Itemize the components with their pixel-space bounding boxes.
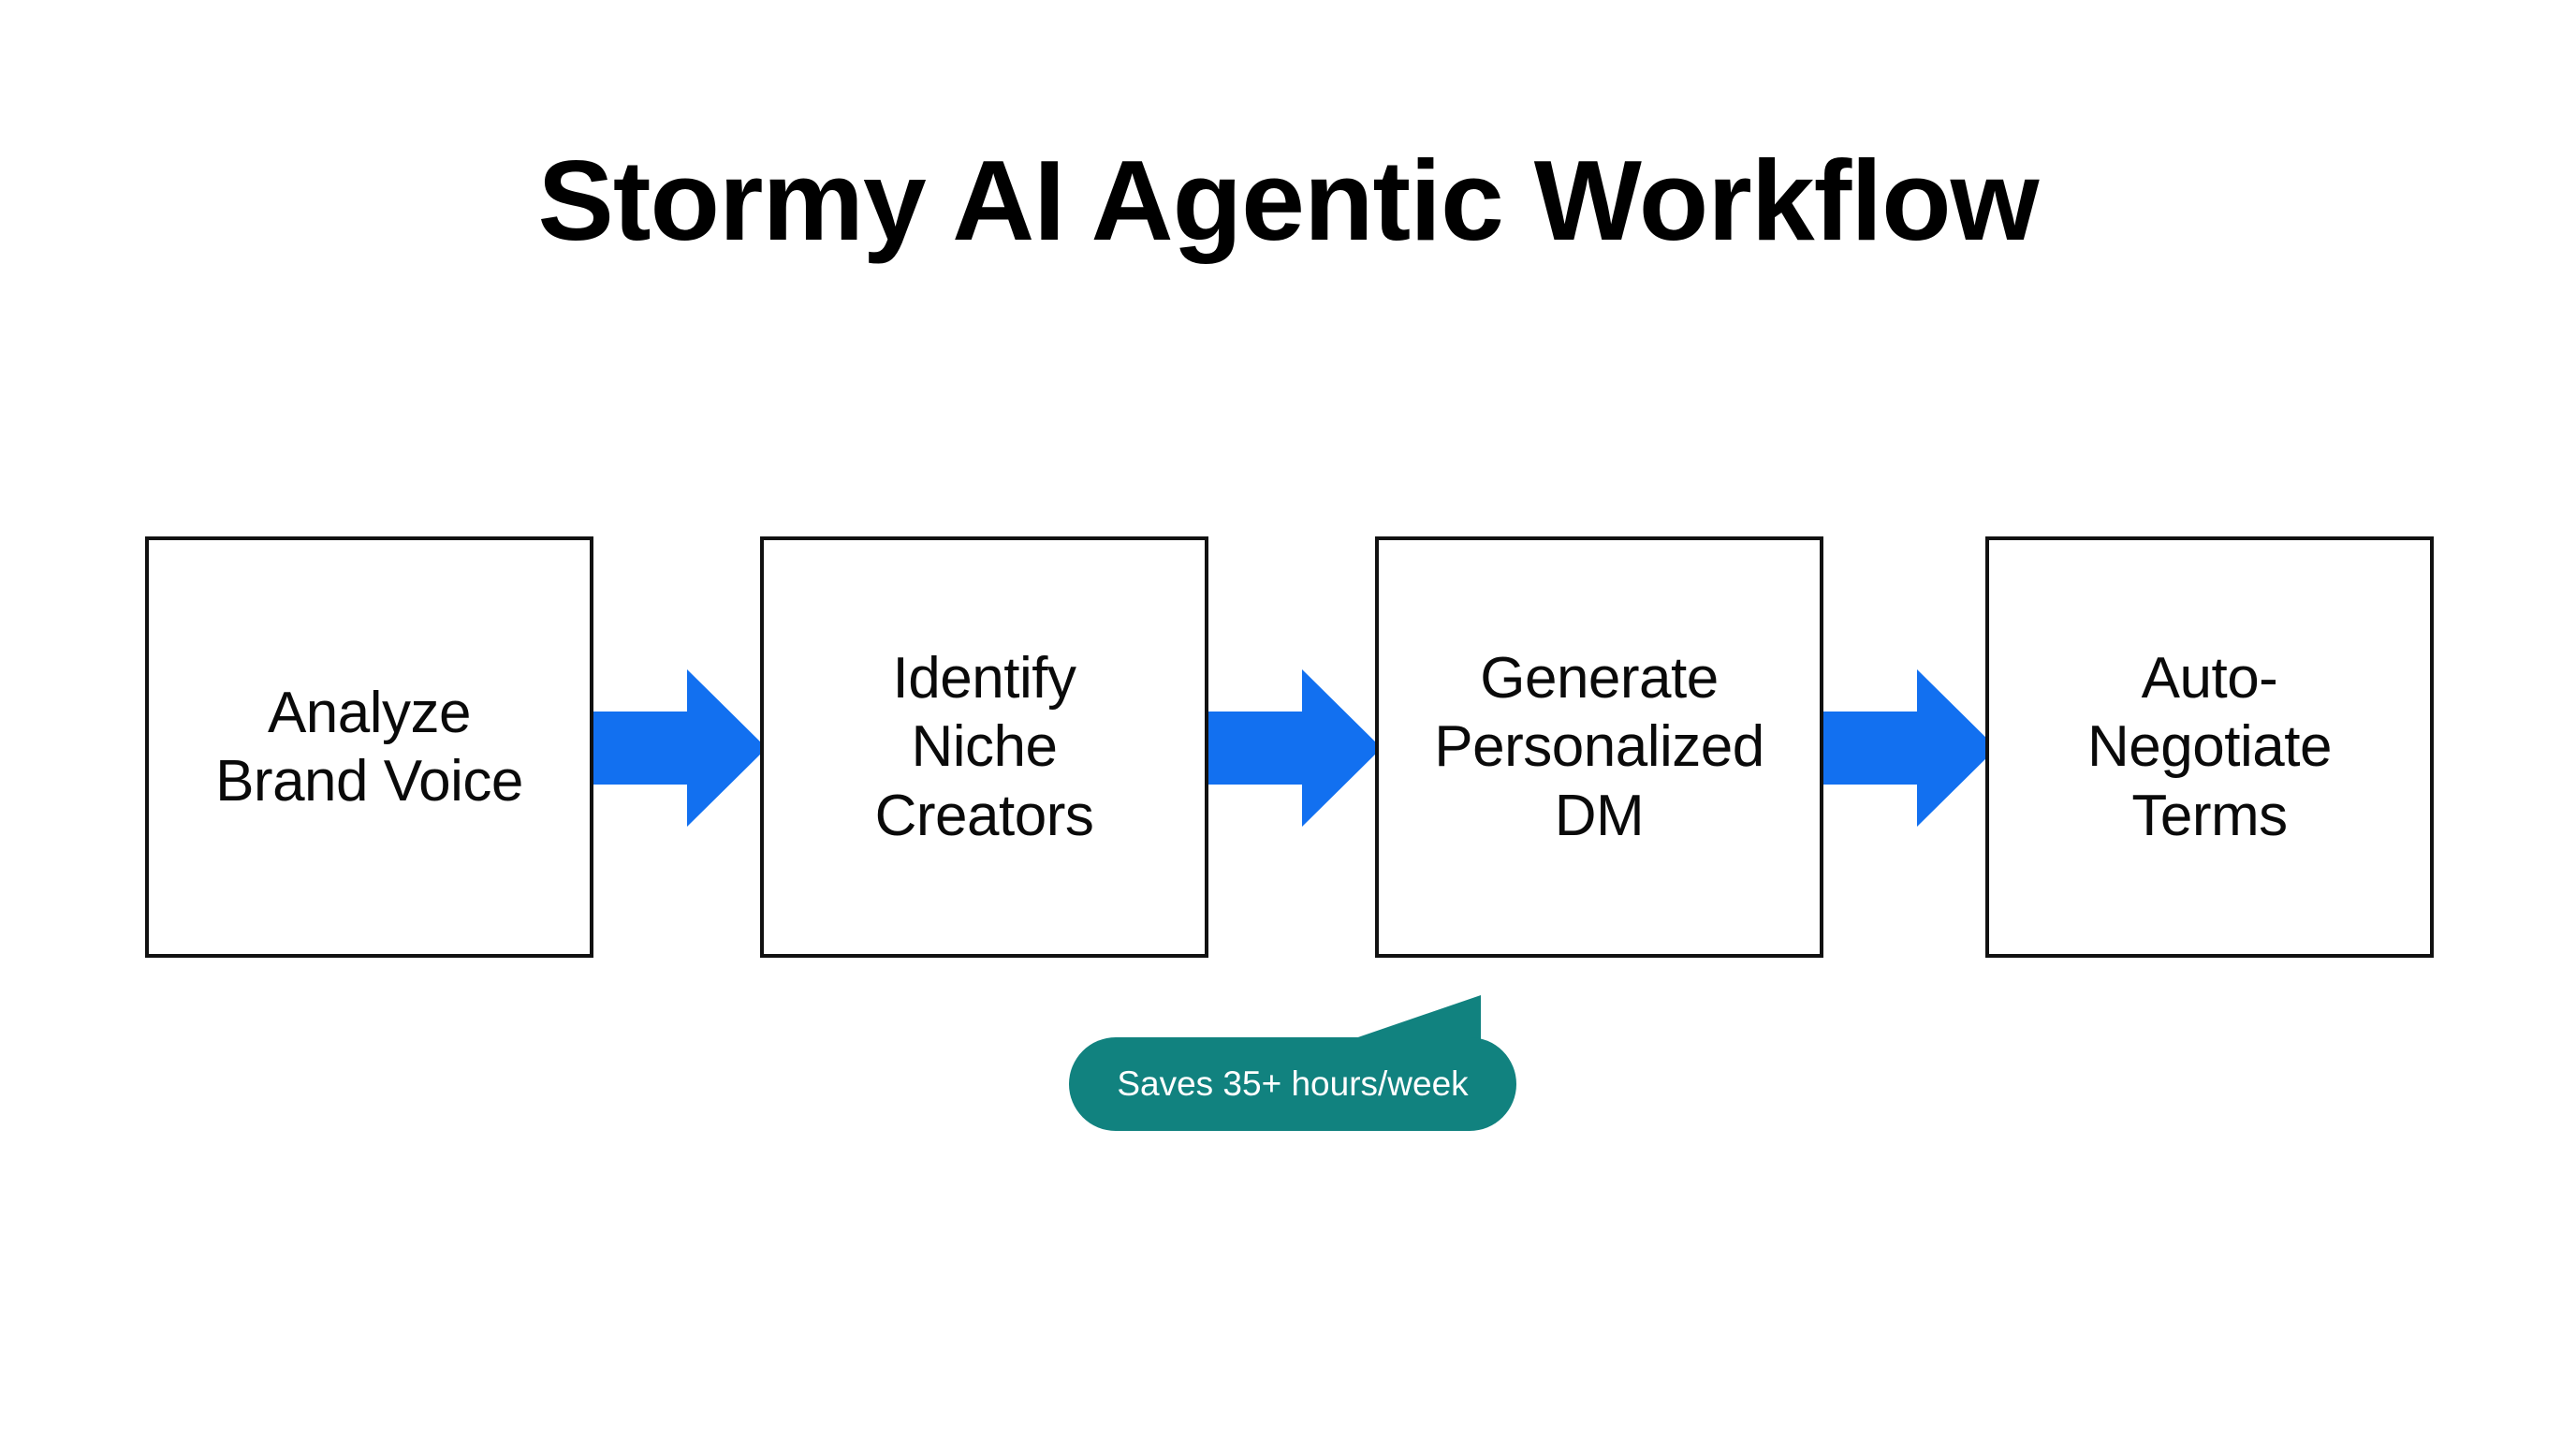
step-label: Identify Niche Creators (874, 646, 1094, 848)
savings-callout: Saves 35+ hours/week (1069, 988, 1528, 1136)
step-box-identify-niche-creators[interactable]: Identify Niche Creators (760, 536, 1208, 958)
step-label: Analyze Brand Voice (215, 680, 523, 814)
step-box-auto-negotiate-terms[interactable]: Auto- Negotiate Terms (1985, 536, 2434, 958)
step-label: Generate Personalized DM (1434, 646, 1764, 848)
step-box-analyze-brand-voice[interactable]: Analyze Brand Voice (145, 536, 593, 958)
arrow-right-icon (1208, 669, 1382, 827)
arrow-right-icon (593, 669, 767, 827)
page-title: Stormy AI Agentic Workflow (537, 137, 2039, 264)
step-label: Auto- Negotiate Terms (2087, 646, 2332, 848)
savings-callout-label: Saves 35+ hours/week (1117, 1064, 1469, 1103)
arrow-right-icon (1823, 669, 1997, 827)
step-box-generate-personalized-dm[interactable]: Generate Personalized DM (1375, 536, 1823, 958)
workflow-flow-row: Analyze Brand Voice Identify Niche Creat… (145, 536, 2434, 958)
